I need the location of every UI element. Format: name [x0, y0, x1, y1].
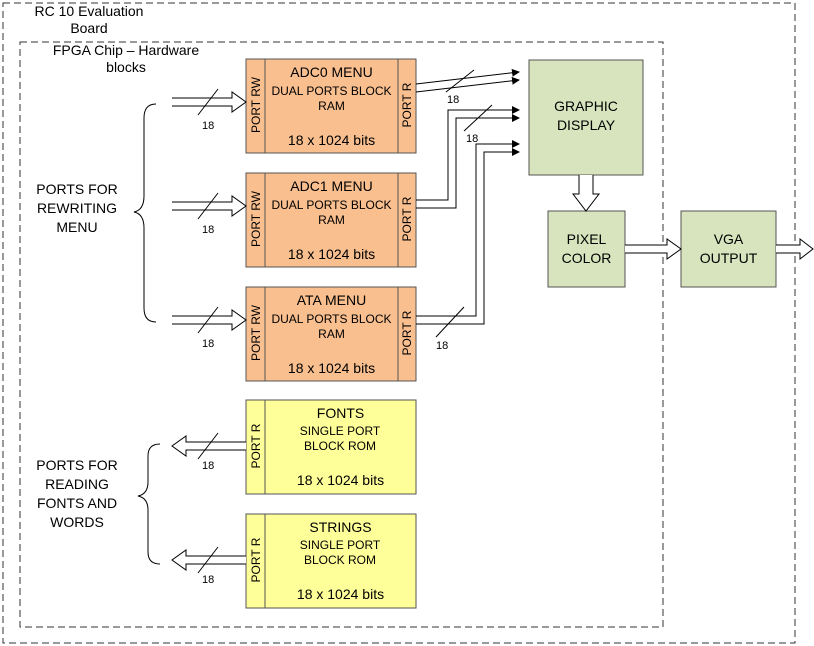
strings-port-r: PORT R	[249, 537, 263, 583]
bus-width-label: 18	[202, 224, 215, 236]
ata-port-rw: PORT RW	[249, 305, 263, 362]
vga-output-block	[680, 210, 777, 288]
board-title: RC 10 Evaluation Board	[34, 3, 144, 36]
strings-rom-size: 18 x 1024 bits	[296, 586, 385, 602]
ata-menu-size: 18 x 1024 bits	[287, 360, 376, 376]
vga-output-label: VGA OUTPUT	[699, 231, 758, 266]
graphic-display-block	[528, 59, 644, 176]
fonts-rom-size: 18 x 1024 bits	[296, 472, 385, 488]
rewriting-ports-label: PORTS FOR REWRITING MENU	[36, 181, 118, 235]
bus-width-label: 18	[202, 574, 215, 586]
adc0-menu-title: ADC0 MENU	[290, 64, 373, 80]
adc1-menu-title: ADC1 MENU	[290, 178, 373, 194]
adc0-menu-type: DUAL PORTS BLOCK RAM	[271, 84, 392, 113]
bus-slashes	[197, 88, 219, 574]
bus-width-label: 18	[466, 133, 479, 145]
fonts-rom-type: SINGLE PORT BLOCK ROM	[299, 424, 381, 453]
fpga-title: FPGA Chip – Hardware blocks	[52, 42, 200, 75]
adc0-port-r: PORT R	[400, 82, 414, 128]
adc1-port-r: PORT R	[400, 196, 414, 242]
pixel-color-label: PIXEL COLOR	[561, 231, 612, 266]
board-border	[2, 2, 796, 644]
fonts-port-r: PORT R	[249, 423, 263, 469]
strings-rom-type: SINGLE PORT BLOCK ROM	[299, 538, 381, 567]
ram-to-graphic-buses	[415, 68, 520, 338]
graphic-display-label: GRAPHIC DISPLAY	[554, 98, 618, 133]
ata-menu-type: DUAL PORTS BLOCK RAM	[271, 312, 392, 341]
adc1-menu-type: DUAL PORTS BLOCK RAM	[271, 198, 392, 227]
bus-width-label: 18	[436, 340, 449, 352]
adc1-menu-block	[245, 172, 417, 268]
adc0-menu-size: 18 x 1024 bits	[287, 132, 376, 148]
fonts-rom-title: FONTS	[316, 405, 365, 421]
bus-width-label: 18	[202, 120, 215, 132]
fonts-rom-block	[245, 399, 417, 495]
adc0-port-rw: PORT RW	[249, 77, 263, 134]
graphic-to-pixel-arrow	[571, 175, 601, 212]
rewriting-brace	[133, 103, 157, 323]
strings-rom-title: STRINGS	[309, 519, 372, 535]
rw-bus-arrows	[172, 91, 247, 331]
adc0-menu-block	[245, 58, 417, 154]
fpga-border	[19, 41, 664, 628]
pixel-to-vga-arrow	[625, 238, 682, 260]
reading-ports-label: PORTS FOR READING FONTS AND WORDS	[36, 457, 118, 530]
pixel-color-block	[547, 210, 626, 288]
reading-brace	[137, 443, 161, 565]
adc1-port-rw: PORT RW	[249, 191, 263, 248]
ata-menu-block	[245, 286, 417, 382]
adc1-menu-size: 18 x 1024 bits	[287, 246, 376, 262]
ata-port-r: PORT R	[400, 310, 414, 356]
bus-width-label: 18	[202, 338, 215, 350]
strings-rom-block	[245, 513, 417, 609]
ata-menu-title: ATA MENU	[296, 292, 367, 308]
bus-width-label: 18	[202, 460, 215, 472]
vga-out-arrow	[776, 237, 814, 261]
read-bus-arrows	[171, 435, 246, 571]
bus-width-label: 18	[447, 94, 460, 106]
